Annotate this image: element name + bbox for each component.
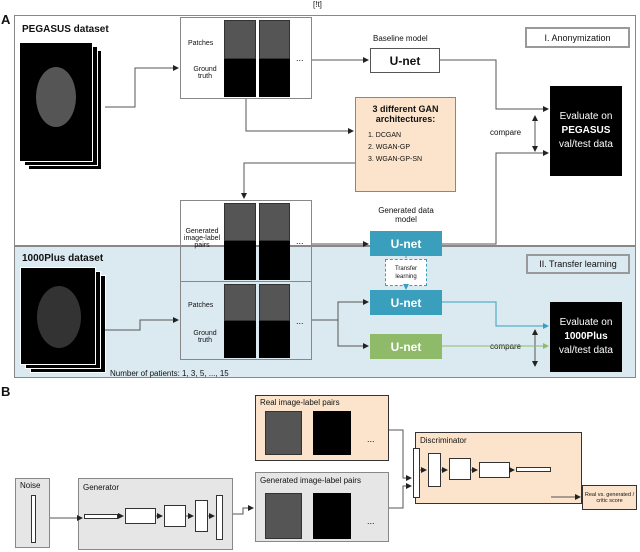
- baseline-model-label: Baseline model: [373, 34, 428, 43]
- evaluate-1000plus: Evaluate on 1000Plus val/test data: [550, 302, 622, 372]
- panel-a-label: A: [1, 12, 11, 27]
- real-pairs-label: Real image-label pairs: [260, 398, 340, 407]
- label-image: [259, 59, 290, 97]
- brain-image: [20, 267, 96, 365]
- patch-image: [224, 203, 256, 241]
- generator-layer: [164, 505, 186, 527]
- gan-item: 1. DCGAN: [368, 132, 402, 139]
- plus-title: 1000Plus dataset: [22, 253, 104, 264]
- generator-label: Generator: [83, 483, 120, 492]
- output-box: Real vs. generated / critic score: [582, 485, 637, 510]
- brain-image: [19, 42, 93, 162]
- eval-dataset: 1000Plus: [564, 331, 608, 342]
- discriminator-layer: [449, 458, 471, 480]
- evaluate-pegasus: Evaluate on PEGASUS val/test data: [550, 86, 622, 176]
- generated-image: [265, 493, 302, 539]
- patches-label: Patches: [188, 302, 214, 309]
- gan-box: 3 different GAN architectures: 1. DCGAN …: [355, 97, 456, 192]
- eval-text: val/test data: [559, 139, 613, 150]
- patch-image: [259, 284, 290, 321]
- label-image: [224, 241, 256, 280]
- noise-vector: [31, 495, 36, 543]
- discriminator-label: Discriminator: [420, 436, 467, 445]
- patch-image: [259, 20, 290, 59]
- eval-text: val/test data: [559, 345, 613, 356]
- ellipsis: ...: [296, 236, 304, 246]
- ground-truth-label: Ground truth: [193, 66, 217, 80]
- plus-unet: U-net: [370, 334, 442, 359]
- gan-item: 3. WGAN-GP-SN: [368, 156, 423, 163]
- patches-box: [180, 17, 312, 99]
- panel-b-label: B: [1, 384, 11, 399]
- transfer-learning-box: Transfer learning: [385, 259, 427, 286]
- label-image: [259, 321, 290, 358]
- transfer-title: II. Transfer learning: [526, 254, 630, 274]
- generated-label: [313, 493, 351, 539]
- baseline-unet: U-net: [370, 48, 440, 73]
- generated-unet: U-net: [370, 231, 442, 256]
- ellipsis: ...: [367, 516, 375, 526]
- transfer-unet: U-net: [370, 290, 442, 315]
- ellipsis: ...: [296, 53, 304, 63]
- label-image: [224, 59, 256, 97]
- generated-pairs-label: Generated image-label pairs: [260, 476, 361, 485]
- patch-image: [259, 203, 290, 241]
- gan-item: 2. WGAN-GP: [368, 144, 411, 151]
- ellipsis: ...: [367, 434, 375, 444]
- label-image: [259, 241, 290, 280]
- generator-layer: [84, 514, 118, 519]
- generator-layer: [195, 500, 208, 532]
- gan-title: 3 different GAN architectures:: [372, 104, 439, 124]
- generator-layer: [125, 508, 156, 524]
- anonymization-title: I. Anonymization: [525, 27, 630, 48]
- header: [!t]: [313, 0, 322, 9]
- eval-dataset: PEGASUS: [561, 125, 611, 136]
- ground-truth-label: Ground truth: [193, 330, 217, 344]
- eval-text: Evaluate on: [559, 111, 613, 122]
- discriminator-layer: [428, 453, 441, 487]
- ellipsis: ...: [296, 316, 304, 326]
- discriminator-layer: [516, 467, 551, 472]
- patches-label: Patches: [188, 40, 214, 47]
- compare-label: compare: [490, 128, 522, 137]
- number-of-patients: Number of patients: 1, 3, 5, ..., 15: [110, 369, 229, 378]
- noise-label: Noise: [20, 481, 41, 490]
- real-label: [313, 411, 351, 455]
- generated-pairs-label: Generated image-label pairs: [183, 228, 221, 249]
- eval-text: Evaluate on: [559, 317, 613, 328]
- real-image: [265, 411, 302, 455]
- generator-layer: [216, 495, 223, 540]
- pegasus-title: PEGASUS dataset: [22, 24, 109, 35]
- generated-model-label: Generated data model: [378, 206, 434, 224]
- patch-image: [224, 20, 256, 59]
- label-image: [224, 321, 256, 358]
- discriminator-layer: [413, 448, 420, 498]
- patch-image: [224, 284, 256, 321]
